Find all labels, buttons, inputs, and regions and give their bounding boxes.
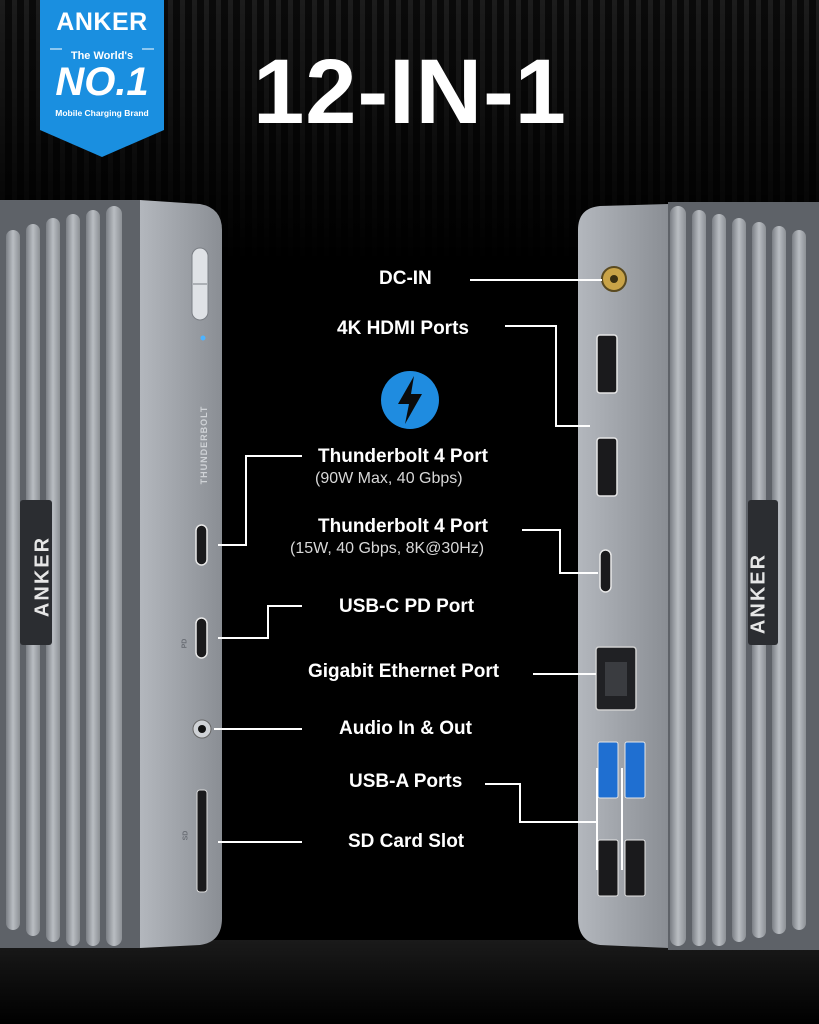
badge-tagline-bottom: Mobile Charging Brand [55, 108, 149, 118]
anker-badge: ANKER The World's NO.1 Mobile Charging B… [40, 0, 164, 157]
badge-shape [40, 0, 164, 157]
detail-thunderbolt-upstream: (90W Max, 40 Gbps) [315, 470, 463, 487]
badge-rank: NO.1 [55, 60, 149, 104]
thunderbolt-icon [381, 371, 439, 429]
label-thunderbolt-downstream: Thunderbolt 4 Port [318, 516, 488, 537]
left-hub [0, 200, 222, 948]
label-thunderbolt-upstream: Thunderbolt 4 Port [318, 446, 488, 467]
right-hub [578, 202, 819, 950]
label-ethernet: Gigabit Ethernet Port [308, 661, 500, 682]
label-hdmi: 4K HDMI Ports [337, 318, 469, 339]
label-sd-card: SD Card Slot [348, 831, 465, 852]
label-usb-c-pd: USB-C PD Port [339, 596, 475, 617]
detail-thunderbolt-downstream: (15W, 40 Gbps, 8K@30Hz) [290, 540, 485, 557]
badge-brand: ANKER [56, 8, 148, 36]
label-audio: Audio In & Out [339, 718, 472, 739]
badge-tagline-top: The World's [70, 50, 134, 62]
label-dc-in: DC-IN [379, 268, 432, 289]
label-usb-a: USB-A Ports [349, 771, 463, 792]
headline: 12-IN-1 [253, 41, 567, 143]
